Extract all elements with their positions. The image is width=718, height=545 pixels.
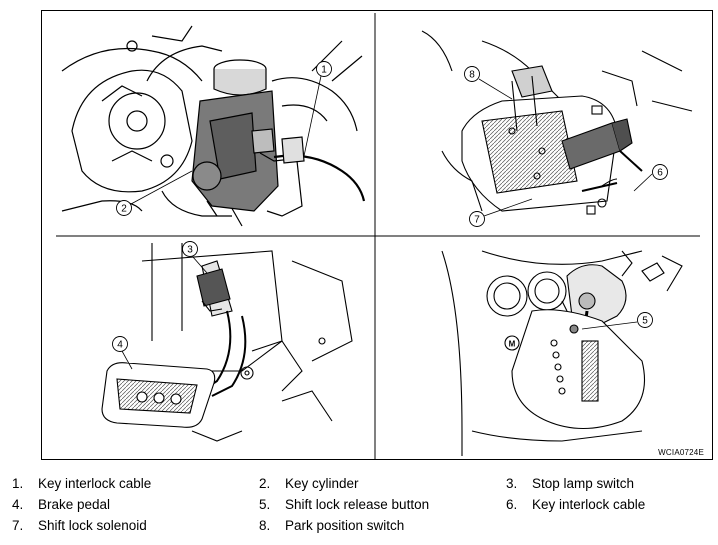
legend-number: 1. [12, 476, 24, 491]
legend-label: Stop lamp switch [532, 476, 635, 491]
callout-6: 6 [657, 168, 663, 179]
quadrant-key-cylinder [61, 25, 366, 227]
legend-number: 3. [506, 476, 518, 491]
callout-7: 7 [474, 215, 480, 226]
quadrant-shift-mechanism [421, 30, 693, 215]
legend-number: 2. [259, 476, 271, 491]
shifter-manual-mark: M [509, 340, 516, 349]
callout-8: 8 [469, 70, 475, 81]
callout-4: 4 [117, 340, 123, 351]
legend-number: 6. [506, 497, 518, 512]
legend-number: 8. [259, 518, 271, 533]
legend-number: 4. [12, 497, 24, 512]
parts-legend: 1. Key interlock cable 2. Key cylinder 3… [0, 476, 718, 545]
callout-2: 2 [121, 204, 127, 215]
legend-label: Key cylinder [285, 476, 359, 491]
legend-number: 7. [12, 518, 24, 533]
legend-label: Shift lock release button [285, 497, 430, 512]
callout-3: 3 [187, 245, 193, 256]
legend-label: Park position switch [285, 518, 405, 533]
legend-number: 5. [259, 497, 271, 512]
quadrant-brake-pedal [101, 243, 353, 442]
legend-label: Shift lock solenoid [38, 518, 147, 533]
diagram-drawing: 1 2 [56, 13, 700, 459]
callout-5: 5 [642, 316, 648, 327]
legend-label: Brake pedal [38, 497, 111, 512]
callout-1: 1 [321, 65, 327, 76]
legend-label: Key interlock cable [38, 476, 152, 491]
quadrant-shift-console [441, 250, 683, 456]
figure-reference: WCIA0724E [658, 448, 704, 457]
diagram-frame: 1 2 [41, 10, 713, 460]
legend-label: Key interlock cable [532, 497, 646, 512]
